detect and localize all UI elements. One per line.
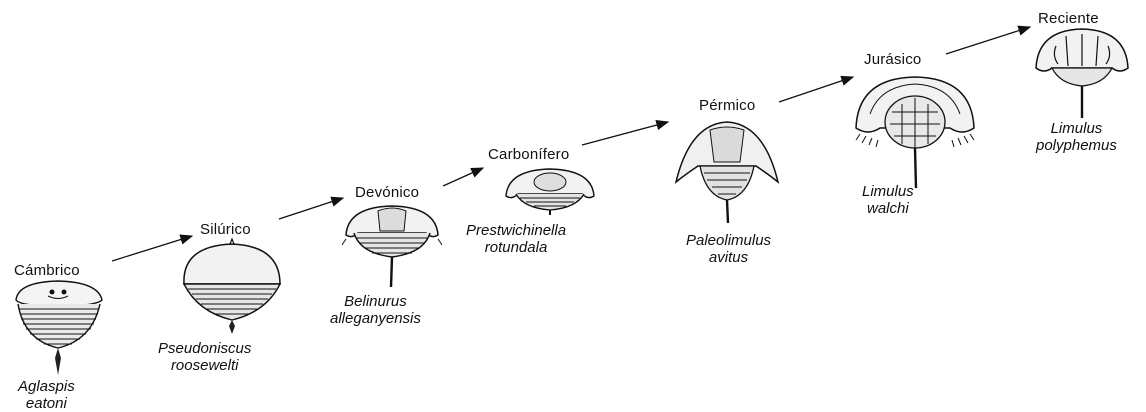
arrow-4 (582, 122, 668, 145)
period-label-cambrian: Cámbrico (14, 262, 80, 279)
period-label-devonian: Devónico (355, 184, 419, 201)
species-label-belinurus: Belinurus alleganyensis (330, 293, 421, 327)
prestwichinella-fossil-drawing (502, 166, 598, 216)
species-text: alleganyensis (330, 310, 421, 327)
genus-text: Limulus (1036, 120, 1117, 137)
period-label-carboniferous: Carbonífero (488, 146, 569, 163)
aglaspis-fossil-drawing (6, 278, 116, 378)
species-text: walchi (862, 200, 914, 217)
species-label-paleolimulus: Paleolimulus avitus (686, 232, 771, 266)
genus-text: Belinurus (330, 293, 421, 310)
species-text: polyphemus (1036, 137, 1117, 154)
arrow-6 (946, 27, 1030, 54)
pseudoniscus-fossil-drawing (176, 236, 288, 336)
genus-text: Pseudoniscus (158, 340, 251, 357)
paleolimulus-fossil-drawing (672, 118, 782, 224)
species-text: avitus (686, 249, 771, 266)
limulus-walchi-fossil-drawing (850, 74, 980, 190)
period-label-permian: Pérmico (699, 97, 755, 114)
species-label-pseudoniscus: Pseudoniscus roosewelti (158, 340, 251, 374)
period-label-jurassic: Jurásico (864, 51, 921, 68)
species-text: rotundala (466, 239, 566, 256)
species-label-limulus-walchi: Limulus walchi (862, 183, 914, 217)
arrow-3 (443, 168, 483, 186)
genus-text: Prestwichinella (466, 222, 566, 239)
species-label-prestwichinella: Prestwichinella rotundala (466, 222, 566, 256)
genus-text: Aglaspis (18, 378, 75, 395)
limulus-polyphemus-fossil-drawing (1030, 26, 1134, 120)
species-text: eatoni (18, 395, 75, 412)
genus-text: Limulus (862, 183, 914, 200)
arrow-5 (779, 77, 853, 102)
period-label-recent: Reciente (1038, 10, 1099, 27)
species-label-limulus-polyphemus: Limulus polyphemus (1036, 120, 1117, 154)
arrow-2 (279, 198, 343, 219)
genus-text: Paleolimulus (686, 232, 771, 249)
species-text: roosewelti (158, 357, 251, 374)
belinurus-fossil-drawing (340, 203, 444, 289)
